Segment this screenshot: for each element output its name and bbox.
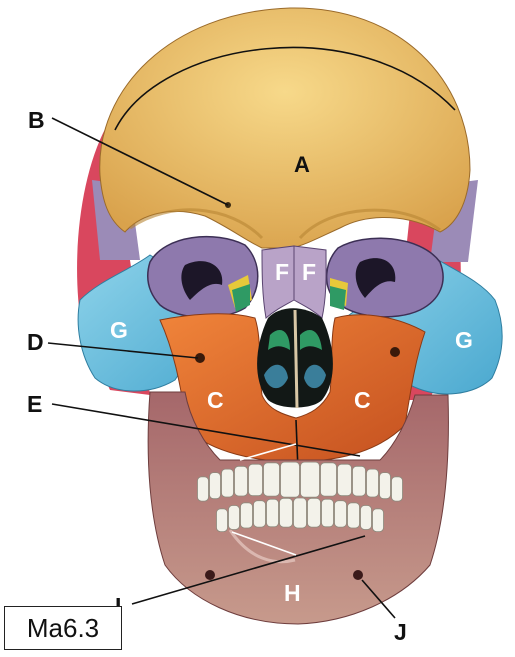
lower-tooth	[321, 498, 334, 528]
leader-i	[131, 535, 366, 605]
label-d: D	[27, 329, 44, 355]
mental-foramen-right	[353, 570, 363, 580]
coronal-suture	[114, 46, 456, 131]
label-j: J	[394, 619, 407, 645]
infraorbital-foramen-left	[195, 353, 205, 363]
upper-tooth	[300, 461, 320, 498]
ethmoid-bone-left	[232, 284, 250, 312]
leader-j	[361, 579, 396, 619]
ethmoid-bone-right	[330, 286, 346, 310]
brow-ridge	[129, 208, 441, 240]
lower-tooth	[307, 497, 321, 528]
leader-d	[47, 342, 199, 359]
leader-i-branch	[231, 531, 297, 556]
upper-tooth	[280, 461, 300, 498]
lower-tooth	[372, 508, 384, 532]
lower-tooth	[240, 502, 253, 529]
lower-teeth	[216, 497, 384, 532]
label-f-left: F	[275, 259, 289, 285]
upper-tooth	[234, 465, 248, 497]
orbital-fissure-right	[355, 258, 396, 298]
upper-teeth	[197, 461, 403, 502]
label-a: A	[294, 152, 310, 177]
nasal-septum	[293, 309, 299, 409]
nasal-concha-right	[300, 330, 322, 350]
upper-tooth	[352, 465, 366, 497]
upper-tooth	[248, 463, 263, 497]
label-b: B	[28, 107, 45, 133]
mental-foramen-left	[205, 570, 215, 580]
leader-e-branch	[239, 443, 297, 461]
label-f-right: F	[302, 259, 316, 285]
lower-tooth	[293, 497, 307, 529]
upper-tooth	[197, 476, 209, 502]
label-g-right: G	[455, 327, 473, 353]
lower-tooth	[347, 502, 360, 529]
leader-e	[51, 403, 361, 457]
upper-tooth	[209, 472, 221, 500]
upper-tooth	[263, 462, 280, 497]
lower-tooth	[334, 500, 347, 528]
label-h: H	[284, 580, 301, 606]
lower-tooth	[266, 498, 279, 528]
upper-tooth	[221, 468, 234, 498]
lower-tooth	[279, 497, 293, 528]
lower-tooth	[228, 505, 240, 530]
nasal-bone-left	[261, 245, 295, 319]
label-e: E	[27, 391, 42, 417]
upper-tooth	[337, 463, 352, 497]
nasal-bone-right	[293, 245, 327, 319]
mandibular-highlight	[228, 529, 296, 564]
orbital-fissure-left	[181, 261, 223, 300]
label-g-left: G	[110, 317, 128, 343]
label-c-left: C	[207, 387, 224, 413]
lower-tooth	[216, 508, 228, 532]
upper-tooth	[391, 476, 403, 502]
infraorbital-foramen-right	[390, 347, 400, 357]
leader-b	[51, 117, 229, 206]
upper-tooth	[379, 472, 391, 500]
figure-code: Ma6.3	[26, 612, 100, 643]
figure-code-box: Ma6.3	[4, 606, 122, 650]
nasal-concha-left	[268, 330, 290, 350]
lower-tooth	[360, 505, 372, 530]
upper-tooth	[366, 468, 379, 498]
lower-tooth	[253, 500, 266, 528]
upper-tooth	[320, 462, 337, 497]
inferior-concha-left	[264, 364, 288, 389]
inferior-concha-right	[304, 364, 326, 389]
label-c-right: C	[354, 387, 371, 413]
